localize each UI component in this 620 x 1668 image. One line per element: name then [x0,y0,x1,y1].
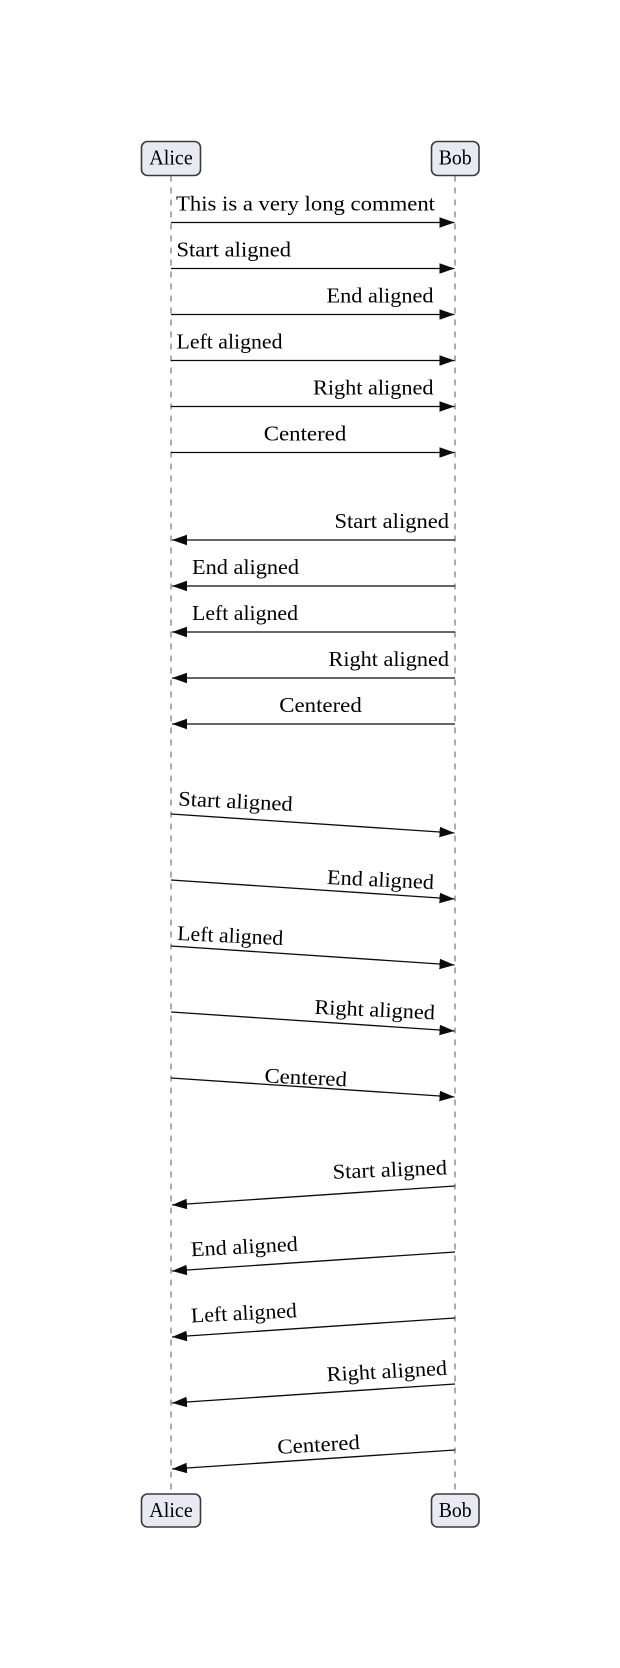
svg-text:Centered: Centered [279,693,362,717]
svg-text:Centered: Centered [277,1430,361,1459]
svg-text:End aligned: End aligned [327,284,435,308]
svg-text:Start aligned: Start aligned [178,787,294,816]
svg-text:Start aligned: Start aligned [335,509,450,533]
svg-text:Alice: Alice [149,1498,193,1522]
svg-text:Bob: Bob [439,146,472,170]
svg-text:Start aligned: Start aligned [332,1155,448,1183]
svg-text:Bob: Bob [439,1498,472,1522]
svg-text:Left aligned: Left aligned [192,601,299,625]
svg-text:Left aligned: Left aligned [177,330,284,354]
svg-text:This is a very long comment: This is a very long comment [176,192,435,216]
svg-text:End aligned: End aligned [327,865,436,894]
svg-text:Centered: Centered [264,1063,348,1091]
svg-text:End aligned: End aligned [190,1232,299,1262]
svg-text:End aligned: End aligned [192,555,300,579]
svg-text:Left aligned: Left aligned [177,921,285,950]
svg-text:Right aligned: Right aligned [314,995,436,1025]
svg-text:Centered: Centered [264,422,347,446]
svg-text:Right aligned: Right aligned [329,647,450,671]
svg-text:Alice: Alice [149,146,193,170]
svg-text:Right aligned: Right aligned [326,1356,448,1387]
svg-text:Right aligned: Right aligned [313,376,434,400]
svg-text:Start aligned: Start aligned [177,238,292,262]
svg-text:Left aligned: Left aligned [190,1298,298,1327]
